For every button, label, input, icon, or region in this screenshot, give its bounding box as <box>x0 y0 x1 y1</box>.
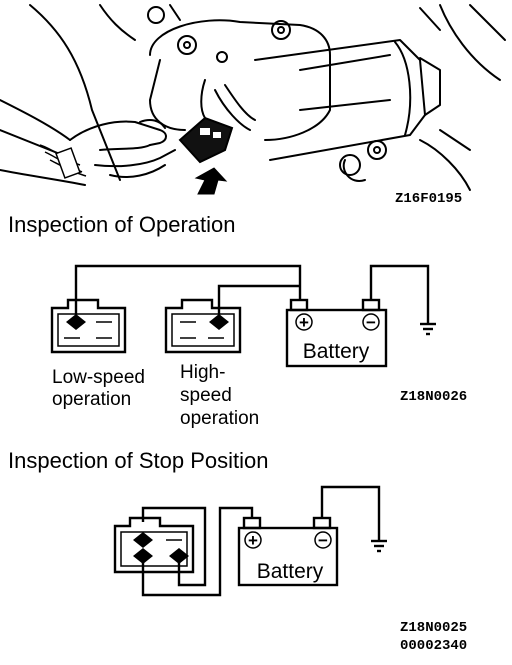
stop-negative-symbol: − <box>318 531 328 550</box>
stop-terminal-top-left <box>133 532 153 548</box>
low-speed-label-line2: operation <box>52 389 131 410</box>
stop-battery-label: Battery <box>257 560 324 583</box>
high-speed-label-line2: speed <box>180 385 232 406</box>
battery-negative-post <box>361 298 381 312</box>
low-speed-label-line1: Low-speed <box>52 367 145 388</box>
high-speed-connector <box>164 298 242 354</box>
wiper-motor-illustration <box>0 4 506 195</box>
stop-terminal-bottom-right <box>169 548 189 564</box>
stop-ground-symbol <box>371 539 387 553</box>
stop-loop-wire <box>141 506 207 587</box>
stop-figure-code: Z18N0025 <box>400 620 467 636</box>
positive-symbol-circle <box>295 313 313 331</box>
stop-positive-wire <box>141 506 254 597</box>
battery-body <box>285 308 388 368</box>
high-speed-terminal <box>209 314 229 330</box>
ground-wire <box>369 264 430 324</box>
stop-battery-negative-post <box>312 516 332 530</box>
battery-label: Battery <box>303 340 370 363</box>
battery-positive-post <box>289 298 309 312</box>
stop-heading: Inspection of Stop Position <box>8 448 269 473</box>
negative-symbol: − <box>366 313 376 332</box>
operation-battery: + − Battery <box>285 298 388 368</box>
ground-symbol <box>420 322 436 336</box>
stop-battery: + − Battery <box>237 516 339 587</box>
illustration-figure-code: Z16F0195 <box>395 191 462 207</box>
high-speed-label-line3: operation <box>180 408 259 429</box>
positive-symbol: + <box>299 313 309 332</box>
stop-positive-symbol-circle <box>244 531 262 549</box>
stop-ground-wire <box>320 485 381 541</box>
operation-heading: Inspection of Operation <box>8 212 235 237</box>
negative-symbol-circle <box>362 313 380 331</box>
stop-circuit: + − Battery <box>113 485 387 597</box>
stop-battery-positive-post <box>242 516 262 530</box>
operation-figure-code: Z18N0026 <box>400 389 467 405</box>
low-speed-connector <box>50 298 127 354</box>
stop-positive-symbol: + <box>248 531 258 550</box>
page-code: 00002340 <box>400 638 467 654</box>
stop-connector <box>113 516 195 574</box>
high-speed-label-line1: High- <box>180 362 225 383</box>
operation-circuit: + − Battery <box>50 264 436 368</box>
low-speed-terminal <box>66 314 86 330</box>
high-speed-wire <box>217 284 300 322</box>
stop-battery-body <box>237 526 339 587</box>
stop-negative-symbol-circle <box>314 531 332 549</box>
low-speed-wire <box>74 264 302 322</box>
stop-terminal-bottom-left <box>133 548 153 564</box>
